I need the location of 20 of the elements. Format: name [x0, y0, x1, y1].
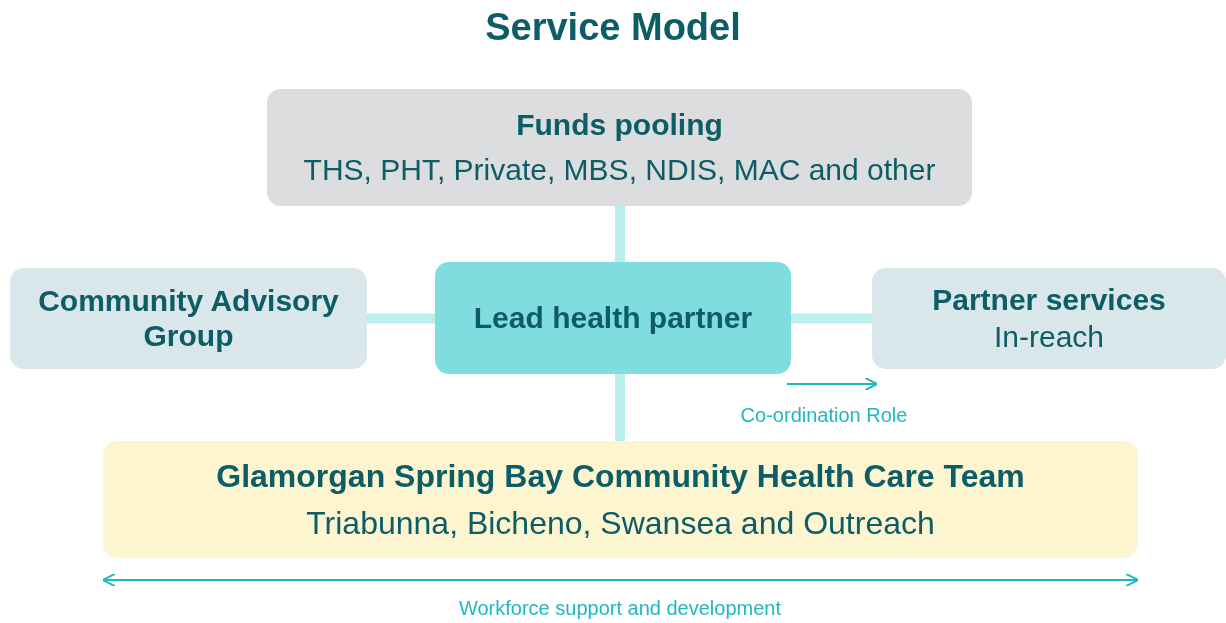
connector-line: [791, 313, 872, 324]
process-box: [10, 268, 367, 369]
box-heading: Funds pooling: [516, 108, 723, 143]
process-box: [103, 441, 1138, 558]
box-text: Triabunna, Bicheno, Swansea and Outreach: [306, 504, 935, 542]
box-text: In-reach: [993, 319, 1105, 354]
arrow-label: Co-ordination Role: [740, 404, 908, 427]
box-heading: Partner services: [932, 283, 1166, 318]
box-heading: Community Advisory Group: [37, 284, 340, 353]
box-heading: Lead health partner: [473, 300, 753, 336]
connector-line: [367, 313, 435, 324]
diagram-title: Service Model: [485, 6, 741, 49]
process-box: [872, 268, 1226, 369]
connector-line: [615, 374, 625, 441]
process-box: [435, 262, 791, 374]
arrow-label: Workforce support and development: [459, 597, 781, 620]
box-heading: Glamorgan Spring Bay Community Health Care Team: [216, 457, 1025, 495]
process-box: [267, 89, 972, 206]
connector-line: [615, 206, 625, 262]
box-text: THS, PHT, Private, MBS, NDIS, MAC and other: [303, 152, 936, 187]
